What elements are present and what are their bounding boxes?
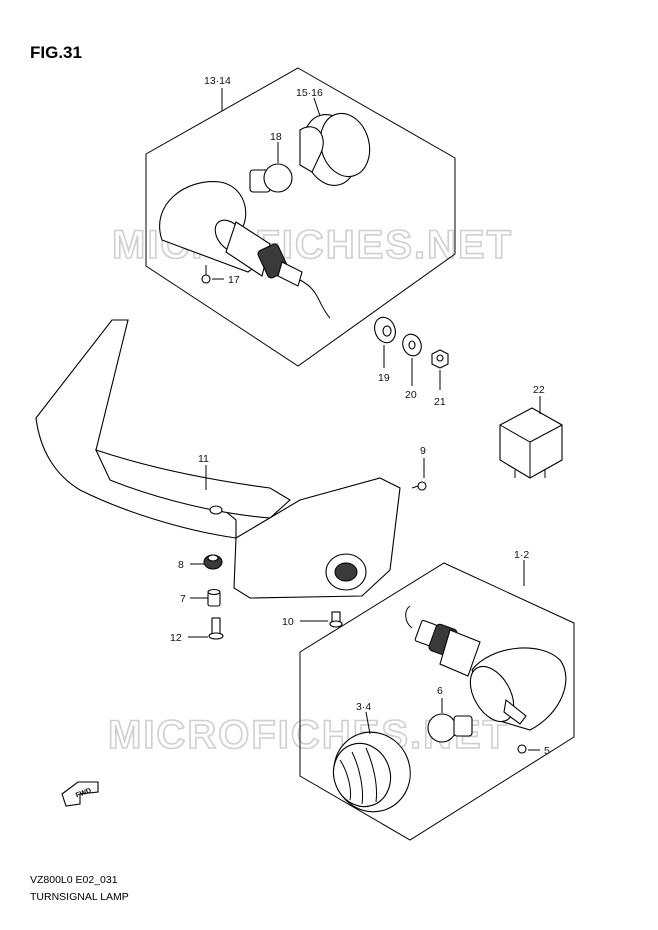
upper-lamp-thread: [277, 261, 303, 287]
callout-20: 20: [405, 389, 417, 401]
callout-21: 21: [434, 396, 446, 408]
callout-5: 5: [544, 745, 550, 757]
bracket-11: [35, 319, 401, 599]
callout-1-2: 1·2: [514, 549, 529, 561]
callout-17: 17: [228, 274, 240, 286]
collar-7: [190, 588, 221, 607]
callout-10: 10: [282, 616, 294, 628]
callout-7: 7: [180, 593, 186, 605]
lower-turnsignal-assembly: 1·2 6 3·4 5: [299, 549, 575, 841]
bolt-10: [300, 611, 343, 628]
bulb-18: [249, 142, 293, 193]
callout-15-16: 15·16: [296, 87, 323, 99]
callout-6: 6: [437, 685, 443, 697]
relay-22: [499, 396, 563, 479]
bolt-12: [188, 617, 224, 640]
callout-12: 12: [170, 632, 182, 644]
figure-title: FIG.31: [30, 43, 82, 62]
bulb-6: [427, 698, 473, 743]
figure-description: TURNSIGNAL LAMP: [30, 891, 129, 903]
callout-13-14: 13·14: [204, 75, 231, 87]
upper-lamp-wire: [299, 279, 331, 319]
upper-turnsignal-assembly: 13·14 18 15·16 17: [145, 67, 456, 367]
callout-22: 22: [533, 384, 545, 396]
callout-8: 8: [178, 559, 184, 571]
model-code: VZ800L0 E02_031: [30, 874, 118, 886]
screw-9: [411, 458, 427, 491]
washer-19: [374, 316, 396, 368]
callout-11: 11: [198, 453, 209, 465]
washer-20: [402, 333, 422, 386]
screw-17: [201, 265, 224, 284]
callout-19: 19: [378, 372, 390, 384]
callout-9: 9: [420, 445, 426, 457]
upper-assembly-frame: [145, 67, 456, 367]
callout-3-4: 3·4: [356, 701, 371, 713]
fwd-arrow-icon: FWD: [61, 781, 99, 807]
grommet-8: [190, 554, 223, 570]
nut-21: [431, 349, 449, 390]
upper-lamp-stem: [225, 221, 271, 277]
screw-5: [517, 744, 540, 754]
socket-15-16: [299, 97, 371, 186]
callout-18: 18: [270, 131, 282, 143]
lens-3-4: [332, 711, 411, 813]
lower-assembly-frame: [299, 562, 575, 841]
